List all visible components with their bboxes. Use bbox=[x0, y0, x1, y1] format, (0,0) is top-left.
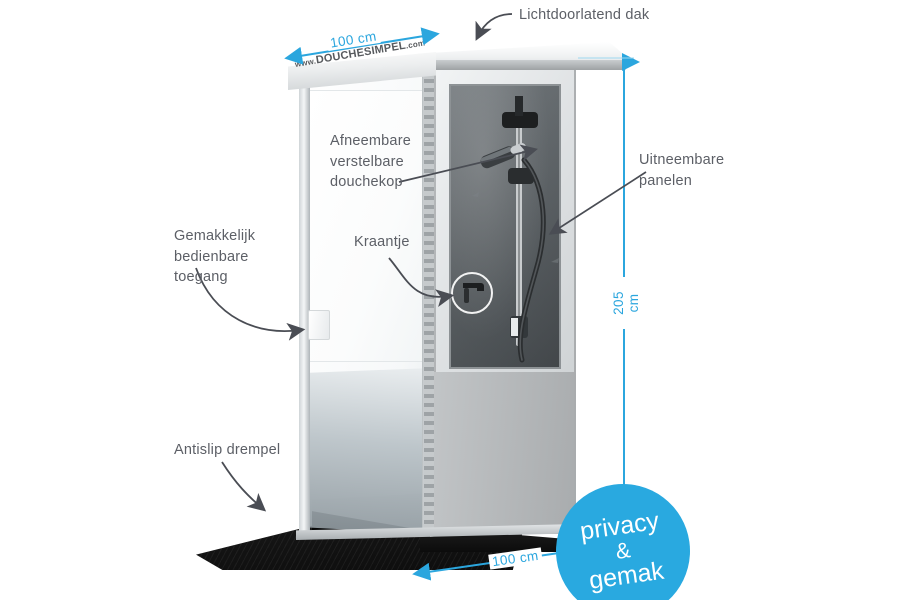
badge-line-3: gemak bbox=[587, 557, 666, 596]
annotation-panels: Uitneembare panelen bbox=[639, 152, 725, 189]
door-window-shading bbox=[451, 86, 559, 367]
open-door-lower-panel bbox=[303, 368, 431, 534]
faucet-highlight-circle bbox=[451, 272, 493, 314]
door-lower-panel bbox=[432, 372, 574, 534]
annotation-showerhead: Afneembare verstelbare douchekop bbox=[330, 133, 411, 191]
annotation-threshold: Antislip drempel bbox=[174, 442, 281, 458]
annotation-faucet: Kraantje bbox=[354, 234, 410, 250]
brand-suffix: .com bbox=[405, 38, 426, 51]
roof-edge bbox=[420, 60, 624, 70]
annotation-roof: Lichtdoorlatend dak bbox=[519, 7, 650, 23]
cabin-corner-post bbox=[424, 56, 434, 536]
badge-line-2: & bbox=[613, 536, 632, 564]
door-frame-left bbox=[299, 66, 310, 534]
dimension-label-height: 205 cm bbox=[611, 277, 641, 329]
brand-prefix: www. bbox=[294, 56, 317, 70]
door-handle[interactable] bbox=[308, 310, 330, 340]
annotation-access: Gemakkelijk bedienbare toegang bbox=[174, 228, 256, 286]
